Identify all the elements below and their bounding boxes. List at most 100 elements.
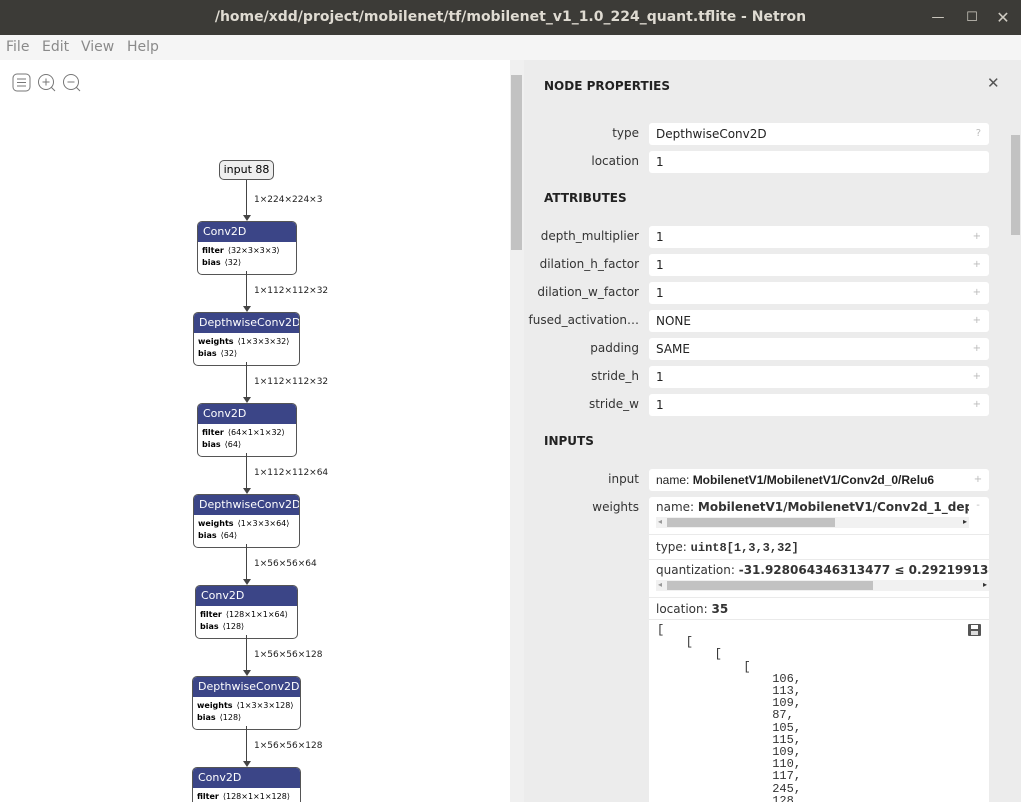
graph-edge — [246, 271, 247, 307]
edge-shape-label: 1×112×112×32 — [254, 286, 329, 296]
quantization-value: -31.928064346313477 ≤ 0.2921991348266601… — [738, 563, 989, 577]
help-button[interactable]: ? — [975, 128, 981, 139]
attribute-name: bias — [197, 713, 216, 722]
node-attribute: bias⟨128⟩ — [196, 621, 297, 633]
edge-arrow-icon — [243, 488, 251, 494]
attribute-shape: ⟨1×3×3×128⟩ — [236, 701, 294, 710]
inputs-heading: INPUTS — [544, 434, 594, 448]
save-icon[interactable] — [968, 624, 981, 636]
graph-scrollbar[interactable] — [510, 60, 524, 802]
attribute-name: bias — [202, 258, 221, 267]
expand-attribute-button[interactable]: + — [972, 343, 981, 354]
menu-file[interactable]: File — [6, 39, 30, 55]
attribute-name: weights — [198, 519, 234, 528]
expand-attribute-button[interactable]: + — [972, 287, 981, 298]
edge-shape-label: 1×56×56×64 — [254, 559, 317, 569]
menu-edit[interactable]: Edit — [42, 39, 70, 55]
node-type: DepthwiseConv2D — [194, 495, 299, 515]
expand-attribute-button[interactable]: + — [972, 231, 981, 242]
sidebar-icon[interactable] — [12, 73, 31, 92]
zoom-out-icon[interactable] — [62, 73, 81, 92]
graph-scrollbar-thumb[interactable] — [511, 75, 522, 250]
attribute-name: filter — [202, 246, 224, 255]
attribute-value-text: 1 — [656, 230, 664, 244]
scroll-left-icon[interactable]: ◂ — [658, 517, 663, 526]
panel-scrollbar-thumb[interactable] — [1011, 135, 1020, 235]
weights-name-key: name: — [656, 500, 698, 514]
attribute-shape: ⟨128×1×1×128⟩ — [222, 792, 290, 801]
node-attribute: bias⟨128⟩ — [193, 712, 300, 724]
attribute-value: 1+ — [649, 282, 989, 304]
expand-attribute-button[interactable]: + — [972, 315, 981, 326]
name-hscrollbar[interactable]: ◂▸ — [656, 517, 969, 528]
quantization-hscrollbar-thumb[interactable] — [667, 581, 873, 590]
zoom-in-icon[interactable] — [37, 73, 56, 92]
attribute-label: padding — [590, 341, 639, 355]
close-window-button[interactable]: ✕ — [996, 8, 1010, 27]
weights-type: uint8[1,3,3,32] — [690, 541, 799, 555]
quantization-key: quantization: — [656, 563, 739, 577]
node-type: Conv2D — [196, 586, 297, 606]
attribute-shape: ⟨128⟩ — [219, 713, 242, 722]
scroll-right-icon[interactable]: ▸ — [982, 580, 987, 589]
attribute-name: bias — [202, 440, 221, 449]
graph-input-node[interactable]: input 88 — [219, 160, 274, 180]
node-type: DepthwiseConv2D — [194, 313, 299, 333]
weights-location-section: location: 35 — [649, 598, 989, 620]
attribute-shape: ⟨32⟩ — [224, 258, 242, 267]
attribute-value: SAME+ — [649, 338, 989, 360]
expand-attribute-button[interactable]: + — [972, 259, 981, 270]
weights-type-section: type: uint8[1,3,3,32] — [649, 535, 989, 560]
menu-view[interactable]: View — [81, 39, 115, 55]
node-attribute: filter⟨128×1×1×128⟩ — [193, 791, 300, 802]
window-title: /home/xdd/project/mobilenet/tf/mobilenet… — [214, 9, 807, 25]
window-titlebar: /home/xdd/project/mobilenet/tf/mobilenet… — [0, 0, 1021, 35]
attribute-value-text: 1 — [656, 258, 664, 272]
attribute-name: weights — [197, 701, 233, 710]
attribute-name: filter — [202, 428, 224, 437]
attribute-shape: ⟨128×1×1×64⟩ — [225, 610, 288, 619]
collapse-weights-button[interactable]: - — [976, 500, 980, 511]
edge-arrow-icon — [243, 579, 251, 585]
attribute-value: 1+ — [649, 394, 989, 416]
name-hscrollbar-thumb[interactable] — [667, 518, 835, 527]
node-attribute: weights⟨1×3×3×64⟩ — [194, 518, 299, 530]
maximize-button[interactable]: ☐ — [966, 10, 978, 25]
panel-scrollbar[interactable] — [1010, 120, 1021, 802]
location-value: 1 — [649, 151, 989, 173]
location-label: location — [591, 154, 639, 168]
input-label: input — [608, 472, 639, 486]
scroll-left-icon[interactable]: ◂ — [658, 580, 663, 589]
type-label: type — [612, 126, 639, 140]
scroll-right-icon[interactable]: ▸ — [962, 517, 967, 526]
attribute-shape: ⟨64×1×1×32⟩ — [227, 428, 285, 437]
input-name-container: name: MobilenetV1/MobilenetV1/Conv2d_0/R… — [656, 469, 969, 491]
expand-attribute-button[interactable]: + — [972, 399, 981, 410]
expand-input-button[interactable]: + — [973, 474, 983, 485]
edge-shape-label: 1×56×56×128 — [254, 650, 323, 660]
attribute-value: 1+ — [649, 366, 989, 388]
quantization-hscrollbar[interactable]: ◂▸ — [656, 580, 989, 591]
weights-name-section: name: MobilenetV1/MobilenetV1/Conv2d_1_d… — [649, 497, 989, 535]
weights-value: name: MobilenetV1/MobilenetV1/Conv2d_1_d… — [649, 497, 989, 802]
node-attribute: filter⟨64×1×1×32⟩ — [198, 427, 296, 439]
graph-edge — [246, 726, 247, 762]
attribute-shape: ⟨32⟩ — [220, 349, 238, 358]
expand-attribute-button[interactable]: + — [972, 371, 981, 382]
edge-arrow-icon — [243, 761, 251, 767]
edge-shape-label: 1×224×224×3 — [254, 195, 323, 205]
type-text: DepthwiseConv2D — [656, 127, 767, 141]
close-panel-button[interactable]: ✕ — [987, 74, 1000, 92]
weights-name-container: name: MobilenetV1/MobilenetV1/Conv2d_1_d… — [656, 500, 969, 514]
minimize-button[interactable]: — — [931, 10, 945, 25]
menu-help[interactable]: Help — [127, 39, 159, 55]
attribute-shape: ⟨64⟩ — [220, 531, 238, 540]
